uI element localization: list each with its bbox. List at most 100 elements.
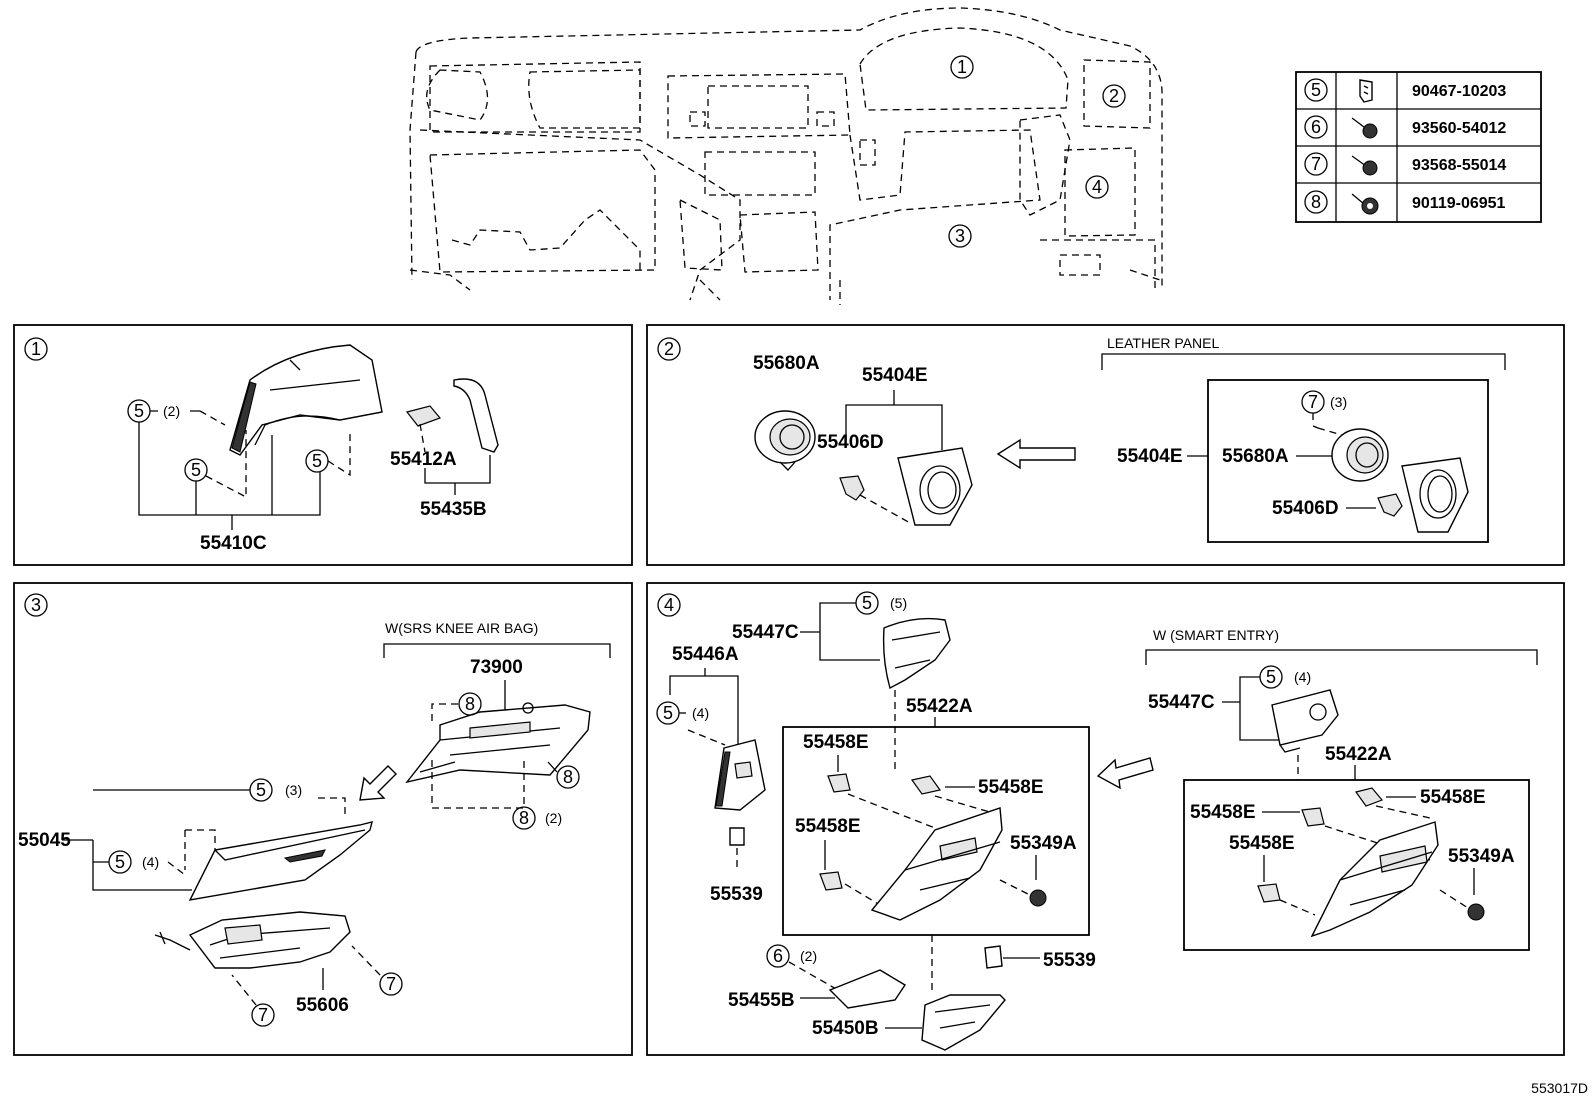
switch-illustration bbox=[405, 405, 442, 427]
svg-text:1: 1 bbox=[31, 339, 41, 359]
callout-8-a: 8 bbox=[458, 692, 482, 716]
svg-text:7: 7 bbox=[1311, 154, 1321, 174]
clip-55458e-f-illustration bbox=[1257, 883, 1281, 903]
part-number-55422a-b[interactable]: 55422A bbox=[1325, 744, 1392, 765]
svg-text:93568-55014: 93568-55014 bbox=[1412, 157, 1506, 174]
switch-panel-illustration bbox=[870, 807, 1003, 921]
svg-text:5: 5 bbox=[1311, 80, 1321, 100]
push-button-b-illustration bbox=[1467, 903, 1485, 921]
svg-text:6: 6 bbox=[1311, 117, 1321, 137]
part-number-55435b[interactable]: 55435B bbox=[420, 499, 487, 520]
part-number-55450b[interactable]: 55450B bbox=[812, 1018, 879, 1039]
svg-text:93560-54012: 93560-54012 bbox=[1412, 120, 1506, 137]
plate-55455b-illustration bbox=[828, 969, 906, 1009]
callout-7-qty3: 7 (3) bbox=[1301, 390, 1347, 414]
clip-55458e-a-illustration bbox=[827, 773, 851, 793]
part-number-55412a[interactable]: 55412A bbox=[390, 449, 457, 470]
part-number-55680a-b[interactable]: 55680A bbox=[1222, 446, 1289, 467]
part-number-55406d-b[interactable]: 55406D bbox=[1272, 498, 1339, 519]
bracket-illustration bbox=[839, 475, 865, 501]
speaker-grille-illustration bbox=[754, 410, 816, 471]
svg-text:8: 8 bbox=[519, 808, 529, 828]
switch-bezel-illustration bbox=[882, 617, 951, 690]
part-number-55410c[interactable]: 55410C bbox=[200, 533, 267, 554]
svg-text:5: 5 bbox=[134, 401, 144, 421]
bracket-b-illustration bbox=[1377, 493, 1403, 517]
svg-text:8: 8 bbox=[465, 694, 475, 714]
part-number-55406d[interactable]: 55406D bbox=[817, 432, 884, 453]
callout-8-qty2: 8 (2) bbox=[512, 806, 562, 830]
bolt-icon bbox=[1351, 193, 1379, 215]
clip-55539-illustration bbox=[984, 945, 1003, 969]
svg-text:8: 8 bbox=[563, 767, 573, 787]
fastener-row-8: 8 90119-06951 bbox=[1304, 190, 1506, 215]
svg-text:(4): (4) bbox=[692, 705, 709, 721]
arrow-left-icon bbox=[996, 438, 1076, 470]
part-number-55458e-5[interactable]: 55458E bbox=[1420, 787, 1486, 808]
svg-text:4: 4 bbox=[1092, 177, 1102, 197]
screw-icon bbox=[1351, 117, 1378, 139]
switch-bezel-b-illustration bbox=[1271, 689, 1339, 753]
part-number-55458e-4[interactable]: 55458E bbox=[1190, 802, 1256, 823]
svg-text:5: 5 bbox=[1266, 667, 1276, 687]
svg-text:(4): (4) bbox=[1294, 669, 1311, 685]
part-number-55458e-6[interactable]: 55458E bbox=[1229, 833, 1295, 854]
fastener-table: 5 90467-10203 6 93560-54012 7 93568-5501 bbox=[1295, 71, 1542, 223]
screw-icon bbox=[1351, 155, 1378, 176]
callout-5-qty5: 5 (5) bbox=[855, 591, 907, 615]
overview-area-2: 2 bbox=[1102, 84, 1126, 108]
part-number-55045[interactable]: 55045 bbox=[18, 830, 71, 851]
part-number-55455b[interactable]: 55455B bbox=[728, 990, 795, 1011]
svg-text:(4): (4) bbox=[142, 854, 159, 870]
part-number-55458e-3[interactable]: 55458E bbox=[795, 816, 861, 837]
knee-airbag-illustration bbox=[405, 702, 591, 784]
part-number-55447c[interactable]: 55447C bbox=[732, 622, 799, 643]
part-number-55349a[interactable]: 55349A bbox=[1010, 833, 1077, 854]
clip-55458e-b-illustration bbox=[910, 775, 942, 795]
part-number-55458e-1[interactable]: 55458E bbox=[803, 732, 869, 753]
part-number-55680a[interactable]: 55680A bbox=[753, 353, 820, 374]
callout-5-qty4-b: 5 (4) bbox=[1259, 665, 1311, 689]
callout-8-b: 8 bbox=[556, 765, 580, 789]
switch-panel-b-illustration bbox=[1310, 821, 1439, 938]
panel-4: 4 5 (5) 55447C 55446A 5 (4) bbox=[646, 582, 1565, 1056]
callout-5-c: 5 bbox=[305, 449, 329, 473]
part-number-55606[interactable]: 55606 bbox=[296, 995, 349, 1016]
svg-text:90467-10203: 90467-10203 bbox=[1412, 83, 1506, 100]
panel-1: 1 5 (2) 5 5 55410C bbox=[13, 324, 633, 566]
clip-icon bbox=[1359, 79, 1373, 103]
svg-text:4: 4 bbox=[664, 595, 674, 615]
part-number-55404e-b[interactable]: 55404E bbox=[1117, 446, 1183, 467]
fastener-row-6: 6 93560-54012 bbox=[1304, 115, 1506, 139]
part-number-55422a[interactable]: 55422A bbox=[906, 696, 973, 717]
svg-text:3: 3 bbox=[955, 226, 965, 246]
part-number-55539-b[interactable]: 55539 bbox=[1043, 950, 1096, 971]
svg-text:6: 6 bbox=[773, 946, 783, 966]
smart-entry-note: W (SMART ENTRY) bbox=[1153, 627, 1279, 643]
svg-text:5: 5 bbox=[312, 451, 322, 471]
leather-panel-note: LEATHER PANEL bbox=[1107, 335, 1220, 351]
callout-6-qty2: 6 (2) bbox=[766, 944, 817, 968]
part-number-55539[interactable]: 55539 bbox=[710, 884, 763, 905]
svg-text:(3): (3) bbox=[285, 782, 302, 798]
srs-knee-airbag-note: W(SRS KNEE AIR BAG) bbox=[385, 620, 538, 636]
svg-text:7: 7 bbox=[1308, 392, 1318, 412]
svg-text:90119-06951: 90119-06951 bbox=[1412, 195, 1506, 212]
part-number-73900[interactable]: 73900 bbox=[470, 657, 523, 678]
part-number-55349a-b[interactable]: 55349A bbox=[1448, 846, 1515, 867]
tray-55450b-illustration bbox=[921, 994, 1006, 1051]
callout-5-qty4: 5 (4) bbox=[108, 850, 159, 874]
part-number-55446a[interactable]: 55446A bbox=[672, 644, 739, 665]
speaker-cover-illustration bbox=[897, 447, 973, 526]
small-clip-illustration bbox=[729, 827, 745, 846]
svg-text:5: 5 bbox=[663, 703, 673, 723]
arrow-left-icon-b bbox=[1096, 757, 1154, 790]
part-number-55447c-b[interactable]: 55447C bbox=[1148, 692, 1215, 713]
svg-text:5: 5 bbox=[191, 460, 201, 480]
dashboard-overview: 1 2 3 4 bbox=[409, 7, 1163, 305]
speaker-grille-b-illustration bbox=[1331, 428, 1389, 482]
svg-text:2: 2 bbox=[664, 339, 674, 359]
part-number-55458e-2[interactable]: 55458E bbox=[978, 777, 1044, 798]
part-number-55404e[interactable]: 55404E bbox=[862, 365, 928, 386]
clip-55458e-c-illustration bbox=[819, 871, 843, 891]
